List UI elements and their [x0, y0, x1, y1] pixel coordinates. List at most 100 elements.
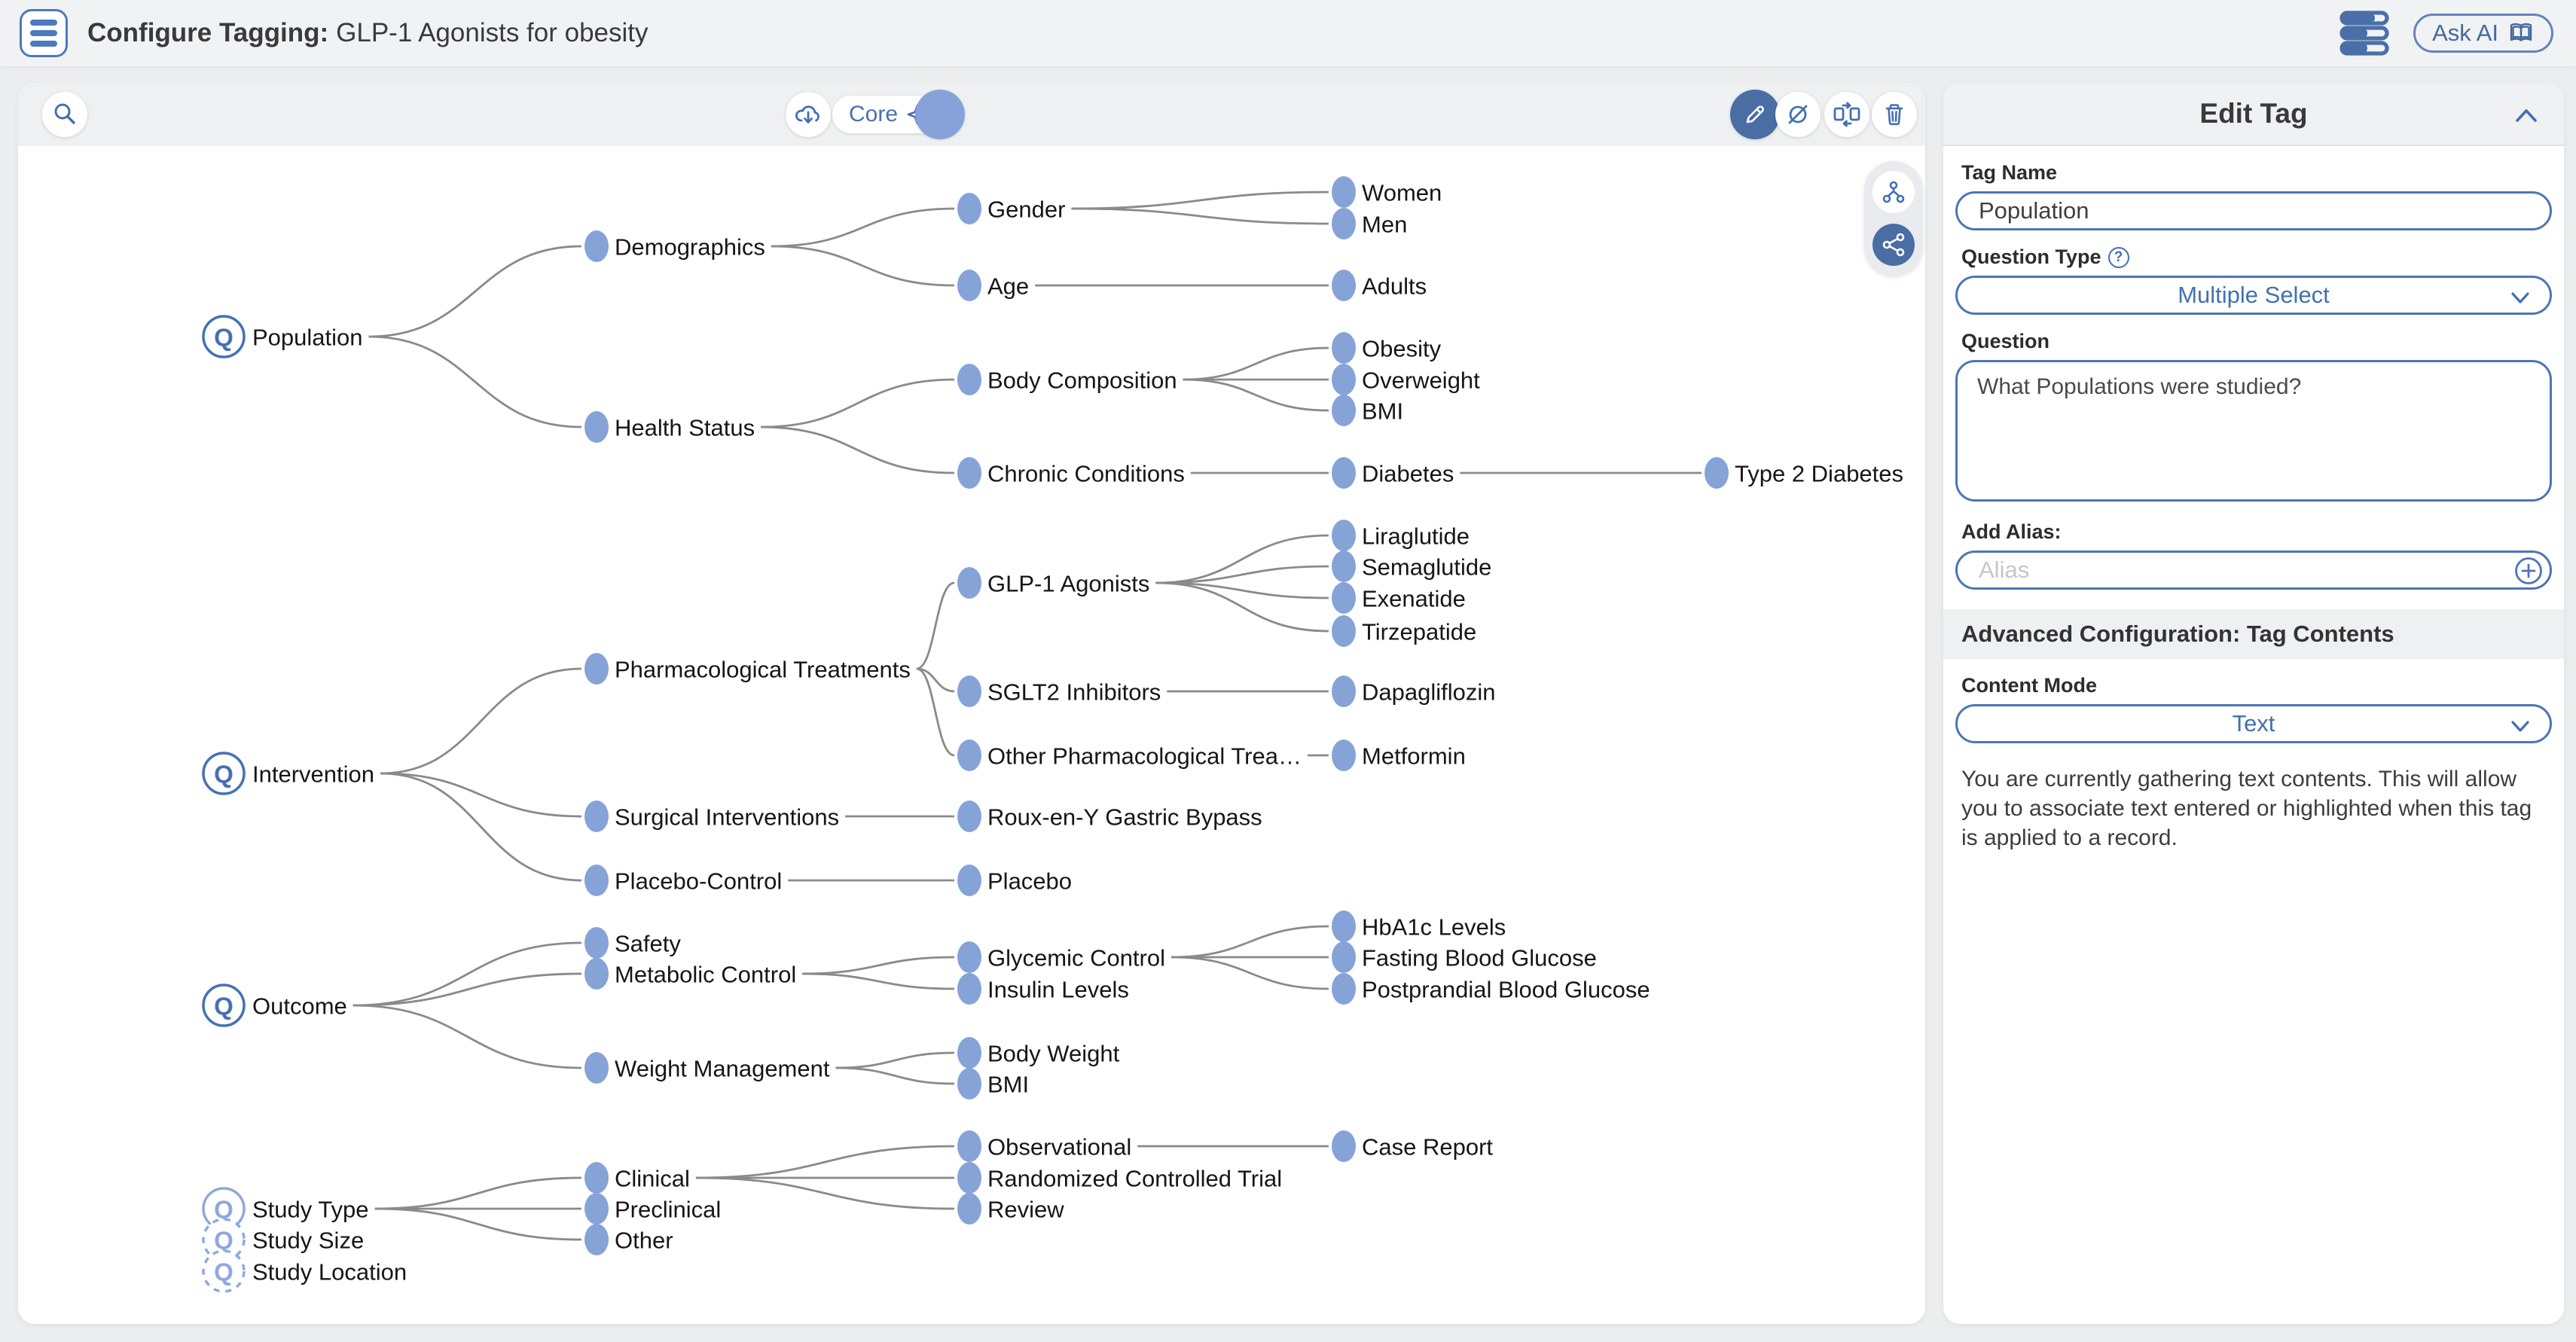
tree-node-dapa[interactable]: Dapagliflozin [1332, 676, 1496, 707]
tree-node-clinical[interactable]: Clinical [584, 1162, 690, 1194]
tree-node-glp1[interactable]: GLP-1 Agonists [957, 567, 1149, 599]
tree-node-weight[interactable]: Weight Management [584, 1052, 830, 1084]
tree-node-demo[interactable]: Demographics [584, 230, 765, 262]
canvas-toolbar: Core [18, 83, 1925, 146]
tree-node-preclin[interactable]: Preclinical [584, 1193, 721, 1225]
tree-node-label: Placebo-Control [615, 868, 782, 895]
tree-node-bodyweight[interactable]: Body Weight [957, 1037, 1120, 1069]
tree-node-pharm[interactable]: Pharmacological Treatments [584, 653, 911, 685]
tree-node-gender[interactable]: Gender [957, 193, 1065, 224]
tree-node-label: Gender [987, 197, 1065, 223]
tree-node-metab[interactable]: Metabolic Control [584, 958, 796, 990]
collapse-panel-button[interactable] [2510, 99, 2543, 133]
alias-input[interactable] [1955, 551, 2552, 590]
tree-node-tirz[interactable]: Tirzepatide [1332, 615, 1476, 647]
tree-node-sglt2[interactable]: SGLT2 Inhibitors [957, 676, 1161, 707]
tree-edge [368, 335, 582, 429]
tree-node-bmi1[interactable]: BMI [1332, 395, 1403, 426]
tree-node-roux[interactable]: Roux-en-Y Gastric Bypass [957, 801, 1262, 832]
tree-node-women[interactable]: Women [1332, 176, 1442, 208]
tree-node-label: Other [615, 1228, 673, 1254]
tree-node-safety[interactable]: Safety [584, 927, 681, 959]
ask-ai-button[interactable]: Ask AI [2413, 14, 2553, 53]
queue-button[interactable] [2339, 10, 2392, 56]
tree-node-bodycomp[interactable]: Body Composition [957, 364, 1177, 395]
tree-node-postp[interactable]: Postprandial Blood Glucose [1332, 973, 1650, 1005]
tree-node-label: BMI [1362, 398, 1403, 425]
tree-node-bmi2[interactable]: BMI [957, 1068, 1029, 1100]
tree-node-overweight[interactable]: Overweight [1332, 364, 1480, 395]
tree-edge [1155, 581, 1329, 599]
tree-edge [916, 667, 955, 757]
tree-node-other[interactable]: Other [584, 1224, 673, 1255]
tree-node-t2d[interactable]: Type 2 Diabetes [1705, 457, 1903, 489]
tree-node-exen[interactable]: Exenatide [1332, 582, 1466, 614]
tree-node-casereport[interactable]: Case Report [1332, 1130, 1493, 1162]
avatar[interactable] [915, 90, 965, 139]
hide-tags-button[interactable] [1775, 92, 1821, 137]
tree-node-label: Study Type [252, 1197, 369, 1223]
tree-node-surg[interactable]: Surgical Interventions [584, 801, 839, 832]
tree-node-insulin[interactable]: Insulin Levels [957, 973, 1129, 1005]
tree-node-lira[interactable]: Liraglutide [1332, 520, 1470, 551]
tree-node-rct[interactable]: Randomized Controlled Trial [957, 1162, 1282, 1194]
tree-node-men[interactable]: Men [1332, 208, 1407, 239]
menu-button[interactable] [20, 9, 68, 57]
tag-name-label: Tag Name [1961, 161, 2058, 184]
tree-node-label: Liraglutide [1362, 523, 1470, 550]
tree-node-adults[interactable]: Adults [1332, 270, 1427, 301]
tree-node-label: Body Weight [987, 1041, 1120, 1067]
tree-node-label: Obesity [1362, 336, 1442, 362]
tree-node-health[interactable]: Health Status [584, 411, 755, 443]
tree-node-placebo[interactable]: Placebo [957, 865, 1072, 896]
plus-circle-icon [2515, 557, 2542, 584]
add-alias-button[interactable] [2514, 557, 2543, 585]
tree-node-review[interactable]: Review [957, 1193, 1064, 1225]
search-button[interactable] [42, 92, 87, 137]
network-layout-button[interactable] [1872, 224, 1915, 266]
tree-edge [1155, 565, 1329, 584]
swap-layout-button[interactable] [1824, 92, 1869, 137]
tree-node-observ[interactable]: Observational [957, 1130, 1131, 1162]
hierarchy-layout-button[interactable] [1872, 171, 1915, 213]
tree-edge [761, 425, 955, 474]
tree-node-chronic[interactable]: Chronic Conditions [957, 457, 1185, 489]
delete-button[interactable] [1872, 92, 1917, 137]
tree-edge [1183, 378, 1329, 412]
tree-node-placeboctl[interactable]: Placebo-Control [584, 865, 782, 896]
tree-edge [802, 972, 955, 990]
content-mode-value: Text [2232, 710, 2275, 737]
tag-name-input[interactable] [1955, 191, 2552, 230]
tree-node-diabetes[interactable]: Diabetes [1332, 457, 1454, 489]
tree-node-label: Postprandial Blood Glucose [1362, 977, 1650, 1003]
tree-node-glyc[interactable]: Glycemic Control [957, 941, 1165, 973]
help-icon[interactable]: ? [2107, 246, 2129, 268]
tree-node-age[interactable]: Age [957, 270, 1029, 301]
tree-node-label: Women [1362, 180, 1442, 206]
content-mode-label: Content Mode [1961, 674, 2097, 697]
tree-node-otherph[interactable]: Other Pharmacological Trea… [957, 740, 1302, 771]
tree-node-fasting[interactable]: Fasting Blood Glucose [1332, 941, 1597, 973]
tree-edge [1155, 534, 1329, 584]
tree-node-label: Population [252, 325, 363, 351]
layout-toolbar [1864, 161, 1923, 276]
tree-node-label: Randomized Controlled Trial [987, 1166, 1282, 1192]
edit-mode-button[interactable] [1730, 90, 1780, 139]
question-type-select[interactable]: Multiple Select [1955, 276, 2552, 315]
tree-node-label: Intervention [252, 761, 374, 788]
tree-edge [1071, 207, 1329, 225]
question-input[interactable]: What Populations were studied? [1955, 360, 2552, 502]
tree-node-sema[interactable]: Semaglutide [1332, 551, 1491, 582]
tree-node-metf[interactable]: Metformin [1332, 740, 1466, 771]
content-mode-select[interactable]: Text [1955, 704, 2552, 743]
tree-node-obesity[interactable]: Obesity [1332, 332, 1442, 364]
tree-node-hba1c[interactable]: HbA1c Levels [1332, 910, 1506, 942]
export-button[interactable] [786, 92, 831, 137]
